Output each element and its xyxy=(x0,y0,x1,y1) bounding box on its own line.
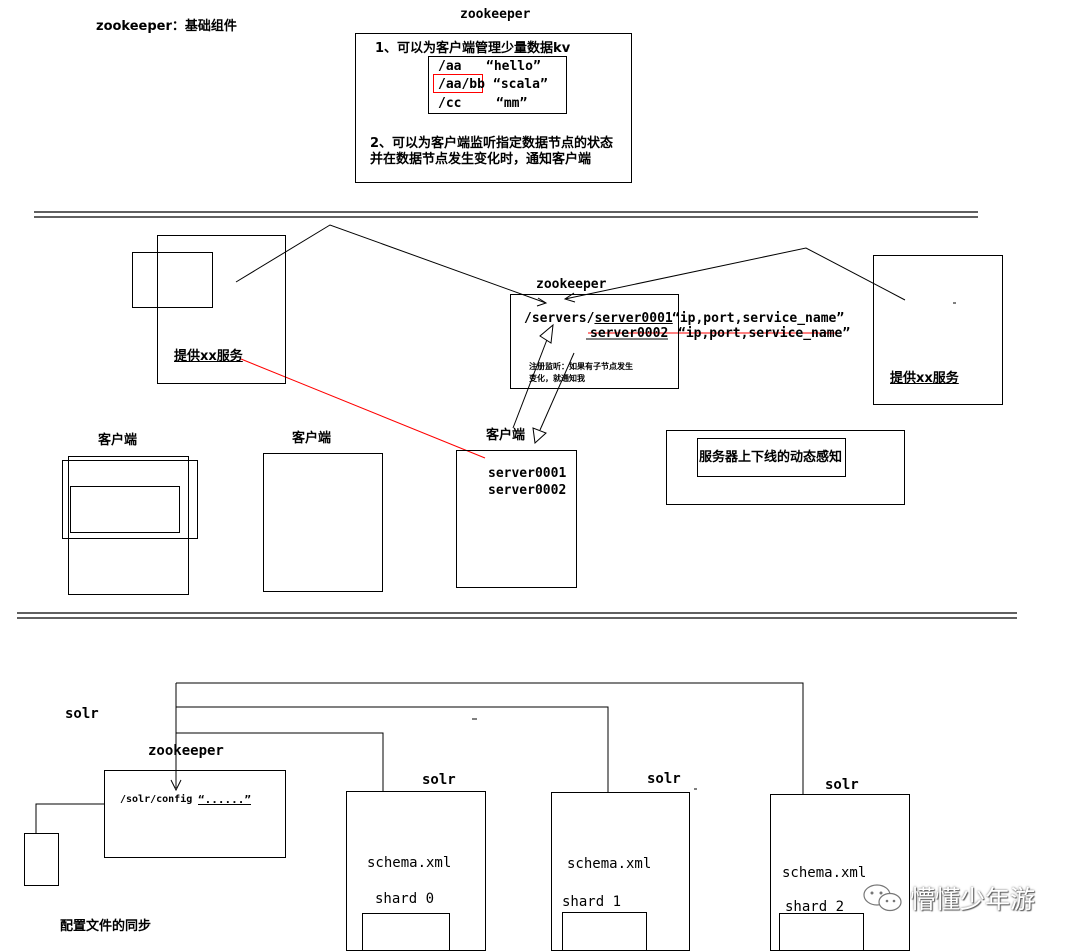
client-label: 客户端 xyxy=(292,431,332,446)
server2-value: “ip,port,service_name” xyxy=(678,326,851,341)
server1-value: “ip,port,service_name” xyxy=(672,311,845,326)
servers-path-prefix: /servers/ xyxy=(524,311,595,326)
kv-key: /cc xyxy=(438,96,462,111)
client-inner-box xyxy=(70,486,180,533)
client-box xyxy=(263,453,383,592)
client-list-item: server0002 xyxy=(488,483,567,498)
watermark: 懵懂少年游 xyxy=(862,880,1035,916)
solr-node-title: solr xyxy=(825,777,859,793)
solr-node-title: solr xyxy=(647,771,681,787)
zookeeper-box xyxy=(355,33,632,183)
server2-node: server0002 xyxy=(590,326,669,341)
client-box xyxy=(456,450,577,588)
provider-right-label: 提供xx服务 xyxy=(890,371,959,386)
local-config-box xyxy=(24,833,59,886)
shard-box xyxy=(562,912,647,951)
shard-box xyxy=(779,913,864,951)
zookeeper-title: zookeeper xyxy=(536,277,607,292)
summary-box xyxy=(697,438,846,477)
kv-key: /aa xyxy=(438,59,462,74)
client-label: 客户端 xyxy=(486,428,526,443)
summary-outer-box xyxy=(666,430,905,505)
watch-note-line1: 注册监听：如果有子节点发生 xyxy=(529,362,633,371)
schema-label: schema.xml xyxy=(367,855,452,871)
highlight-box xyxy=(433,74,483,93)
summary-text: 服务器上下线的动态感知 xyxy=(699,450,843,465)
client-box-overlay xyxy=(62,460,198,539)
zookeeper-box xyxy=(510,294,679,389)
wechat-icon xyxy=(863,884,902,912)
watch-note-line2: 变化，就通知我 xyxy=(529,374,585,383)
provider-left-inner-box xyxy=(132,252,213,308)
zookeeper-title: zookeeper xyxy=(148,743,224,759)
provider-left-box xyxy=(157,235,286,384)
solr-node-title: solr xyxy=(422,772,456,788)
shard-label: shard 2 xyxy=(785,899,845,915)
client-label: 客户端 xyxy=(98,433,138,448)
kv-value: “hello” xyxy=(486,59,541,74)
provider-right-box xyxy=(873,255,1003,405)
servers-path: /servers/server0001 xyxy=(524,312,673,325)
shard-box xyxy=(362,913,450,951)
schema-label: schema.xml xyxy=(782,865,867,881)
zookeeper-box xyxy=(104,770,286,858)
provider-left-label: 提供xx服务 xyxy=(174,349,243,364)
section1-heading: zookeeper：基础组件 xyxy=(96,19,237,34)
shard-label: shard 1 xyxy=(562,894,622,910)
kv-value: “mm” xyxy=(496,96,528,111)
kv-table xyxy=(428,56,567,114)
server1-node: server0001 xyxy=(594,311,673,326)
config-path: /solr/config xyxy=(120,794,193,805)
config-value: “......” xyxy=(198,793,251,806)
point-2-line2: 并在数据节点发生变化时，通知客户端 xyxy=(370,152,592,167)
kv-key: /aa/bb xyxy=(438,77,485,92)
client-list-item: server0001 xyxy=(488,466,567,481)
point-1: 1、可以为客户端管理少量数据kv xyxy=(375,41,571,56)
schema-label: schema.xml xyxy=(567,856,652,872)
kv-value: “scala” xyxy=(493,77,548,92)
point-2-line1: 2、可以为客户端监听指定数据节点的状态 xyxy=(370,136,614,151)
solr-label: solr xyxy=(65,706,99,722)
client-box xyxy=(68,456,189,595)
shard-label: shard 0 xyxy=(375,891,435,907)
zookeeper-title: zookeeper xyxy=(460,7,531,22)
caption: 配置文件的同步 xyxy=(60,919,152,934)
watermark-text: 懵懂少年游 xyxy=(910,885,1036,914)
